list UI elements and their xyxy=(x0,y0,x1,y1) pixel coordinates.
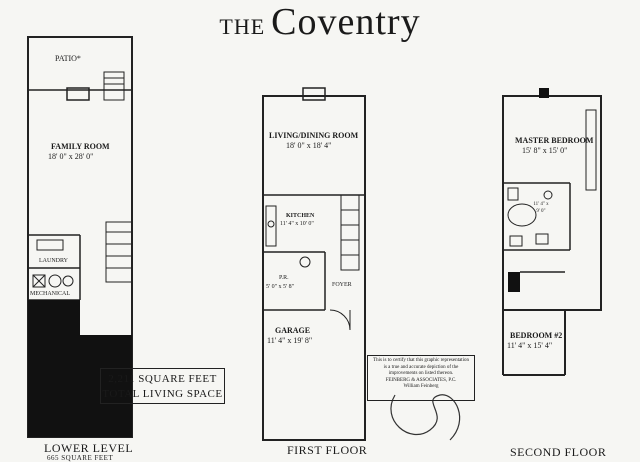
master-bedroom-size: 15' 8" x 15' 0" xyxy=(522,146,568,155)
lower-level-caption: LOWER LEVEL xyxy=(44,441,134,455)
certification-firm: FEINBERG & ASSOCIATES, P.C. xyxy=(385,377,457,383)
total-label: TOTAL LIVING SPACE xyxy=(102,388,223,400)
first-floor-caption: FIRST FLOOR xyxy=(287,443,368,457)
mechanical-label: MECHANICAL xyxy=(30,291,70,297)
garage-size: 11' 4" x 19' 8" xyxy=(267,336,313,345)
living-dining-size: 18' 0" x 18' 4" xyxy=(286,141,332,150)
certification-text: This is to certify that this graphic rep… xyxy=(373,358,469,376)
pr-size: 5' 0" x 5' 8" xyxy=(266,284,295,290)
walk-in-closet-size: 11' 4" x 9' 0" xyxy=(533,202,549,214)
first-floor-plan xyxy=(262,87,366,441)
certification-signer: William Feinberg xyxy=(403,384,439,389)
certification-stamp: This is to certify that this graphic rep… xyxy=(367,355,475,401)
master-bedroom-label: MASTER BEDROOM xyxy=(515,136,594,145)
patio-label: PATIO* xyxy=(55,54,81,63)
total-sqft: 2,211 SQUARE FEET xyxy=(108,373,217,385)
second-floor-caption: SECOND FLOOR xyxy=(510,445,607,459)
title-name: Coventry xyxy=(271,1,421,43)
lower-level-sqft: 665 SQUARE FEET xyxy=(47,454,114,462)
kitchen-size: 11' 4" x 10' 0" xyxy=(280,221,314,227)
bedroom-2-label: BEDROOM #2 xyxy=(510,331,563,340)
pr-label: P.R. xyxy=(279,275,289,281)
family-room-label: FAMILY ROOM xyxy=(51,142,110,151)
garage-label: GARAGE xyxy=(275,326,311,335)
laundry-label: LAUNDRY xyxy=(39,258,69,264)
title-prefix: THE xyxy=(219,14,266,39)
total-living-space-box: 2,211 SQUARE FEET TOTAL LIVING SPACE xyxy=(100,368,225,404)
kitchen-label: KITCHEN xyxy=(286,213,315,219)
living-dining-label: LIVING/DINING ROOM xyxy=(269,131,359,140)
second-floor-plan xyxy=(502,95,602,376)
foyer-label: FOYER xyxy=(332,282,352,288)
family-room-size: 18' 0" x 28' 0" xyxy=(48,152,94,161)
bedroom-2-size: 11' 4" x 15' 4" xyxy=(507,341,553,350)
